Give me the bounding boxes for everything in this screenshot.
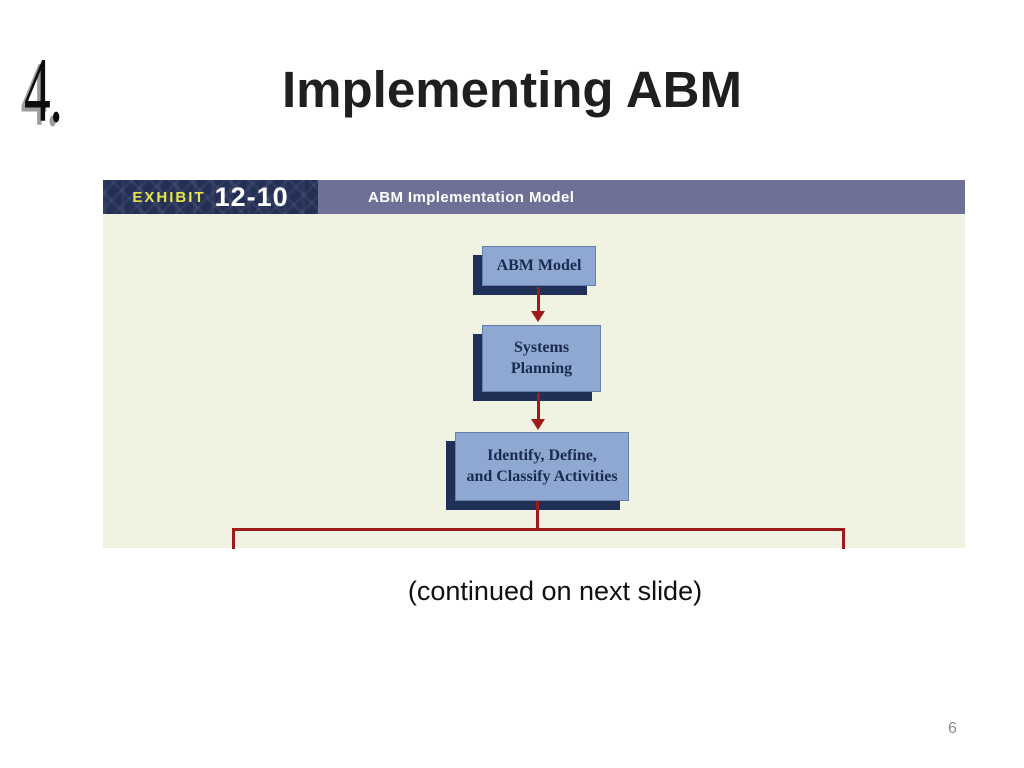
exhibit-tag: EXHIBIT 12-10 [103,180,318,214]
slide-title: Implementing ABM [282,61,742,118]
flowchart-canvas: ABM Model Systems Planning Identify, Def… [103,214,965,549]
flow-branch-bracket [232,528,845,549]
page-number: 6 [948,720,957,737]
exhibit-title: ABM Implementation Model [368,188,575,206]
continued-note: (continued on next slide) [407,576,703,606]
flow-node-systems-planning: Systems Planning [482,325,601,392]
arrow-head [531,311,545,322]
flow-node-label: ABM Model [496,256,582,274]
exhibit-figure: EXHIBIT 12-10 ABM Implementation Model A… [103,180,965,549]
flow-node-label: Planning [510,359,573,377]
exhibit-header: EXHIBIT 12-10 ABM Implementation Model [103,180,965,214]
flow-connector-stem [536,501,539,530]
flow-node-label: and Classify Activities [466,467,618,485]
flow-node-identify-define-classify: Identify, Define, and Classify Activitie… [455,432,629,501]
flow-arrow-down-icon [531,393,545,430]
exhibit-title-bar: ABM Implementation Model [318,180,965,214]
arrow-stem [536,393,540,419]
exhibit-number: 12-10 [214,181,289,212]
flow-node-label: Systems [513,338,570,356]
exhibit-label: EXHIBIT [132,188,206,206]
flow-node-abm-model: ABM Model [482,246,596,286]
flow-arrow-down-icon [531,287,545,322]
step-number: 4. [24,39,63,141]
flow-node-label: Identify, Define, [487,446,597,464]
arrow-stem [536,287,540,311]
arrow-head [531,419,545,430]
